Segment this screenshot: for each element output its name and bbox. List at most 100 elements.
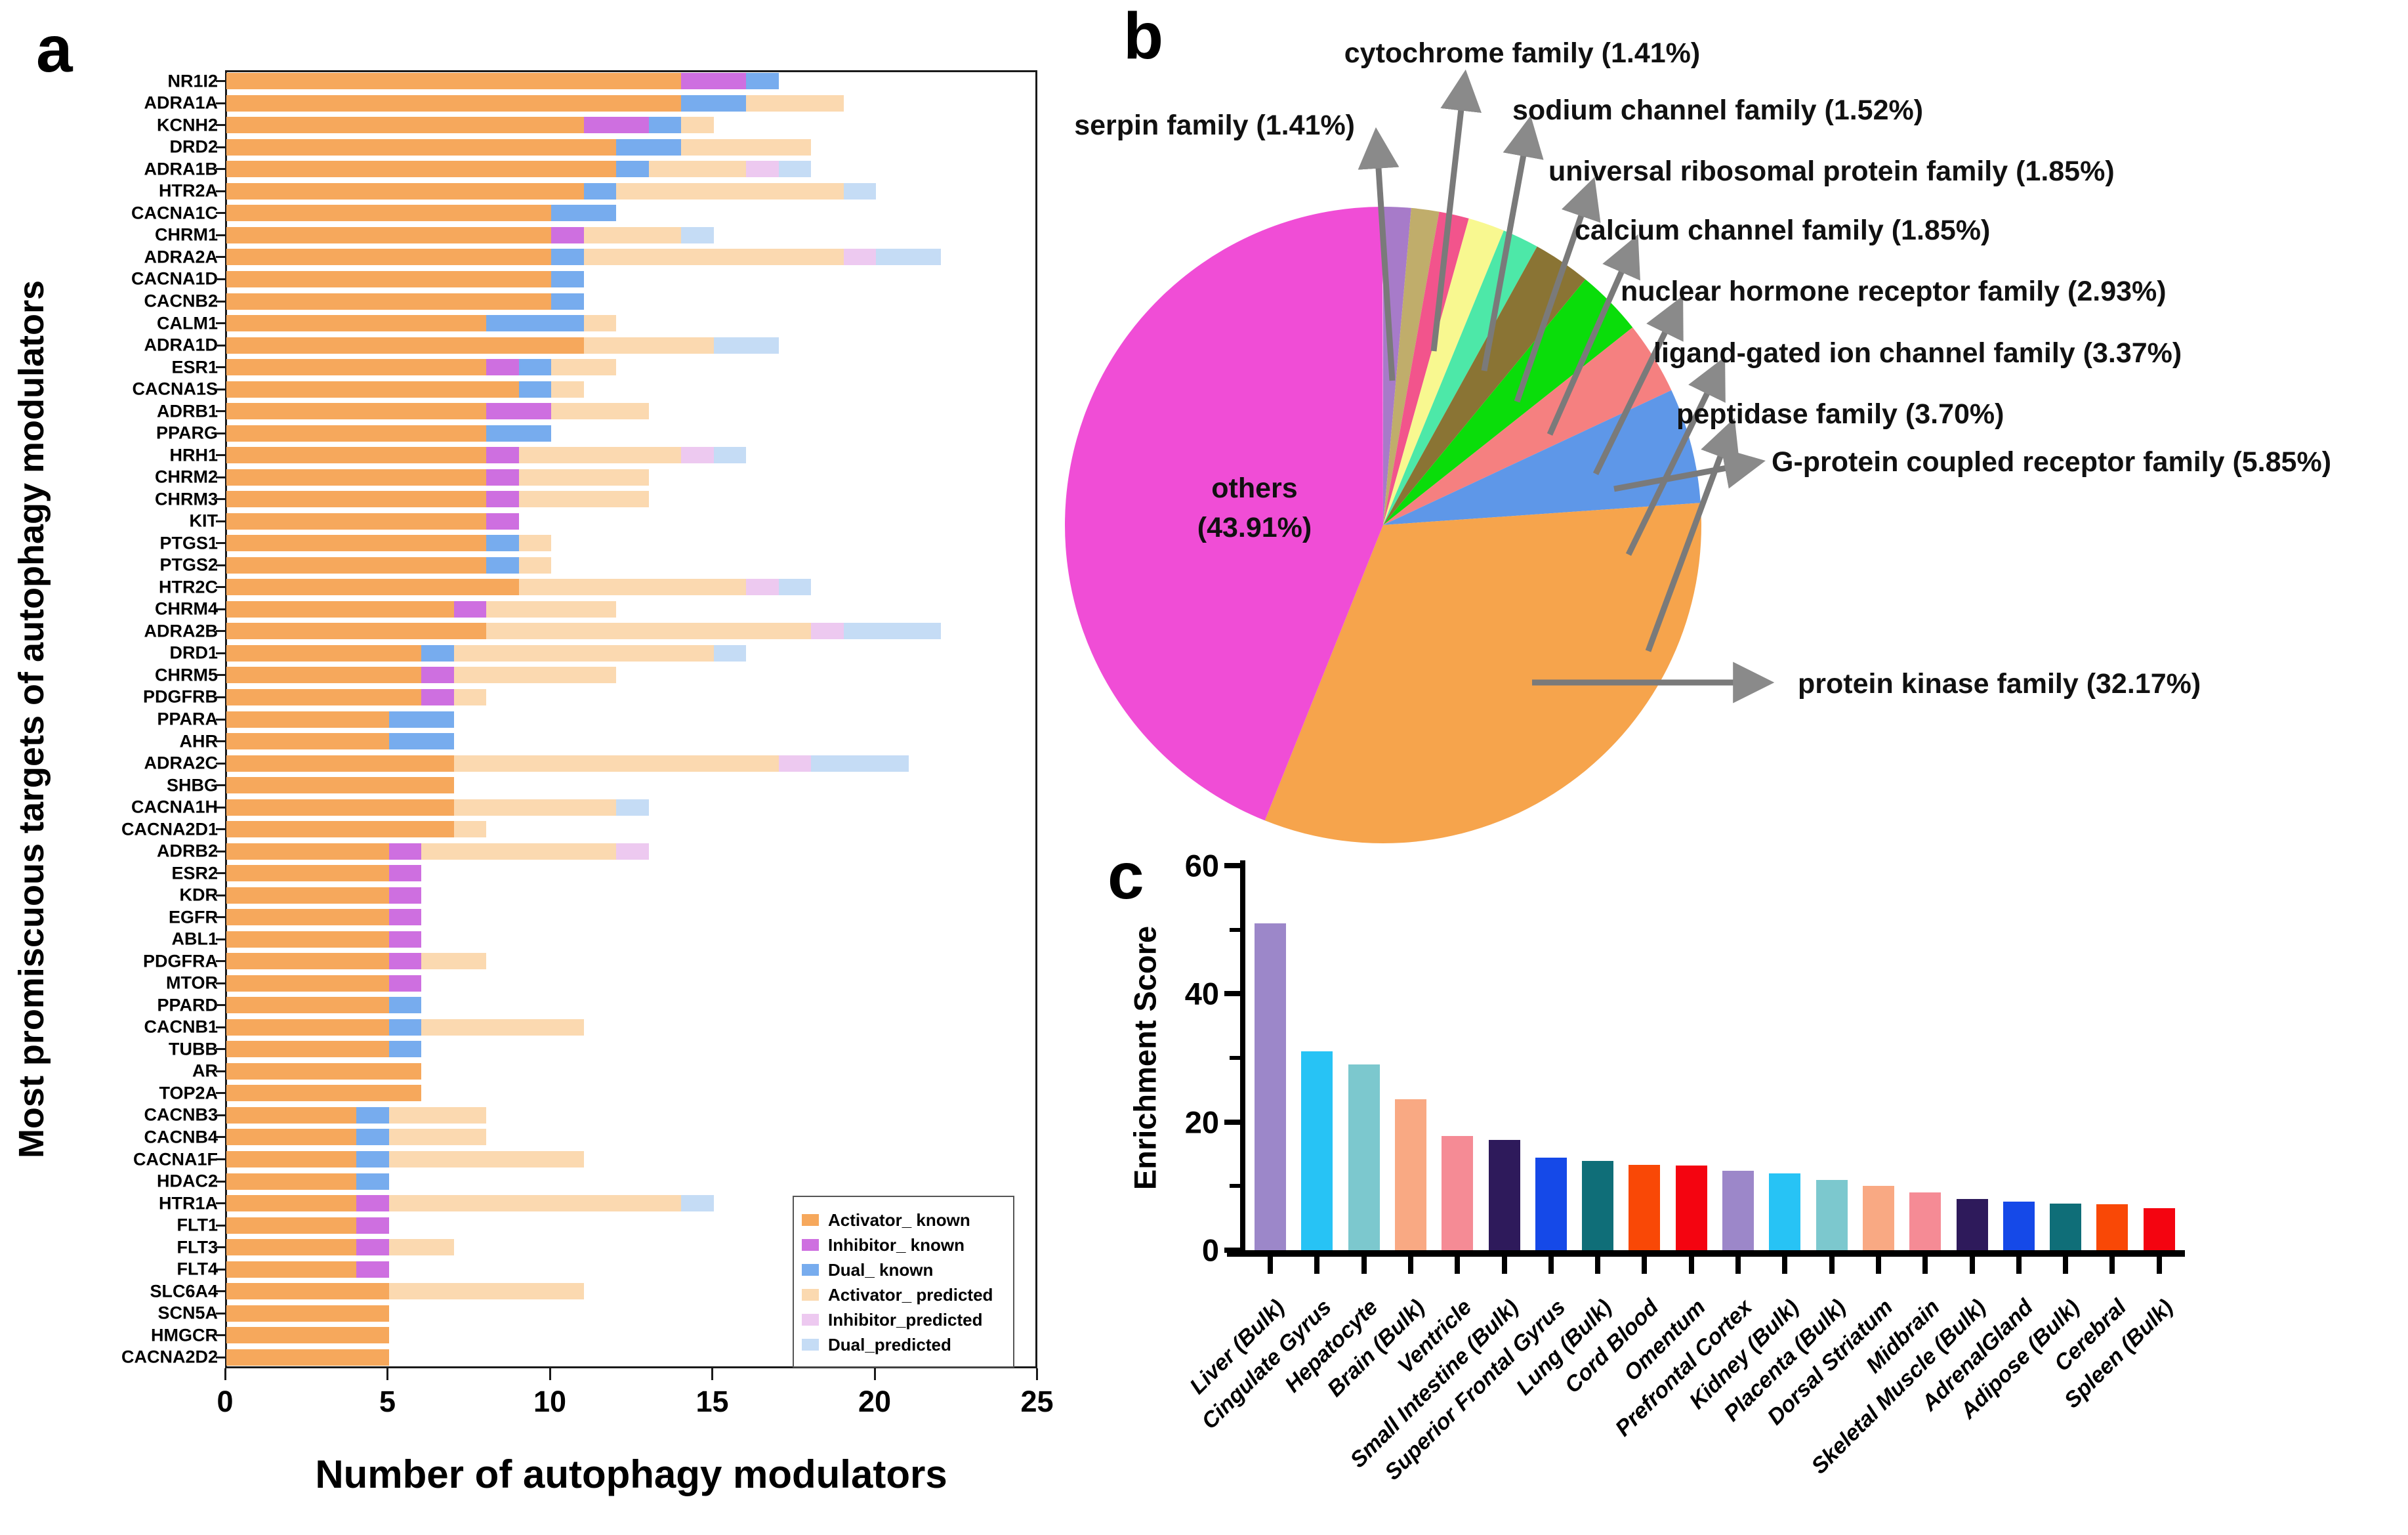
bar-segment bbox=[518, 579, 746, 596]
stacked-bar-CACNA1C bbox=[226, 205, 616, 222]
bar-segment bbox=[388, 931, 421, 948]
bar-segment bbox=[226, 1283, 389, 1300]
bar-segment bbox=[616, 161, 649, 178]
stacked-bar-CACNA2D1 bbox=[226, 821, 486, 838]
y-tick bbox=[216, 608, 226, 610]
bar-segment bbox=[486, 359, 519, 376]
annotation-arrow bbox=[1645, 417, 1740, 652]
tissue-bar-9 bbox=[1675, 1166, 1707, 1250]
bar-segment bbox=[648, 117, 681, 134]
stacked-bar-NR1I2 bbox=[226, 73, 779, 90]
bar-segment bbox=[518, 469, 649, 486]
x-tick bbox=[1875, 1257, 1881, 1274]
stacked-bar-ADRB1 bbox=[226, 403, 649, 420]
annotation-arrow bbox=[1625, 356, 1726, 556]
gene-label-HTR2A: HTR2A bbox=[158, 180, 218, 201]
gene-label-CACNA1D: CACNA1D bbox=[131, 268, 218, 289]
gene-label-PDGFRA: PDGFRA bbox=[143, 951, 218, 971]
bar-segment bbox=[356, 1217, 389, 1234]
y-tick bbox=[216, 740, 226, 743]
x-tick-label: 15 bbox=[695, 1385, 729, 1418]
stacked-bar-DRD2 bbox=[226, 138, 811, 156]
pie-others-label: others bbox=[1211, 473, 1297, 504]
stacked-bar-HRH1 bbox=[226, 447, 746, 464]
gene-label-ABL1: ABL1 bbox=[171, 929, 218, 949]
bar-segment bbox=[713, 447, 746, 464]
y-tick bbox=[216, 366, 226, 369]
bar-segment bbox=[486, 425, 551, 442]
annotation-arrow bbox=[1547, 234, 1640, 436]
annotation-arrow bbox=[1613, 448, 1766, 492]
pie-slice-label: calcium channel family (1.85%) bbox=[1575, 215, 1990, 246]
stacked-bar-PDGFRA bbox=[226, 953, 486, 970]
legend-label: Activator_ known bbox=[828, 1209, 970, 1230]
bar-segment bbox=[616, 138, 681, 156]
bar-segment bbox=[583, 337, 714, 354]
stacked-bar-ADRB2 bbox=[226, 843, 649, 860]
pie-slice-label: sodium channel family (1.52%) bbox=[1512, 95, 1923, 126]
bar-segment bbox=[226, 1041, 389, 1058]
y-tick bbox=[216, 234, 226, 236]
x-tick bbox=[1361, 1257, 1367, 1274]
y-tick bbox=[216, 652, 226, 654]
y-tick bbox=[216, 1356, 226, 1358]
y-tick bbox=[216, 982, 226, 984]
y-tick bbox=[216, 630, 226, 633]
bar-segment bbox=[388, 909, 421, 926]
bar-segment bbox=[616, 182, 844, 200]
y-tick-label: 20 bbox=[1184, 1104, 1219, 1140]
bar-segment bbox=[811, 623, 844, 640]
stacked-bar-CACNB1 bbox=[226, 1019, 584, 1036]
x-tick bbox=[1922, 1257, 1928, 1274]
bar-segment bbox=[226, 337, 584, 354]
bar-segment bbox=[551, 403, 649, 420]
stacked-bar-CHRM3 bbox=[226, 491, 649, 508]
bar-segment bbox=[226, 600, 454, 618]
bar-segment bbox=[226, 887, 389, 904]
stacked-bar-AR bbox=[226, 1062, 421, 1080]
stacked-bar-CHRM1 bbox=[226, 226, 714, 243]
bar-segment bbox=[226, 909, 389, 926]
bar-segment bbox=[226, 1151, 356, 1167]
y-tick bbox=[216, 960, 226, 963]
stacked-bar-HMGCR bbox=[226, 1327, 389, 1344]
bar-segment bbox=[226, 777, 454, 794]
bar-segment bbox=[453, 600, 486, 618]
bar-segment bbox=[226, 226, 551, 243]
y-tick bbox=[216, 828, 226, 831]
bar-segment bbox=[388, 975, 421, 992]
bar-segment bbox=[811, 755, 909, 772]
gene-label-CHRM2: CHRM2 bbox=[154, 467, 218, 487]
bar-segment bbox=[486, 535, 519, 552]
bar-segment bbox=[226, 931, 389, 948]
pie-slice bbox=[1383, 246, 1586, 525]
stacked-bar-CHRM4 bbox=[226, 600, 616, 618]
y-tick bbox=[216, 388, 226, 390]
bar-segment bbox=[226, 644, 421, 662]
x-tick bbox=[1548, 1257, 1554, 1274]
y-tick-label: 40 bbox=[1184, 976, 1219, 1011]
y-tick bbox=[216, 476, 226, 478]
bar-segment bbox=[388, 1151, 584, 1167]
bar-segment bbox=[388, 1041, 421, 1058]
y-tick bbox=[216, 520, 226, 522]
bar-segment bbox=[421, 843, 616, 860]
bar-segment bbox=[518, 359, 551, 376]
bar-segment bbox=[486, 513, 519, 530]
stacked-bar-EGFR bbox=[226, 909, 421, 926]
tissue-bar-11 bbox=[1769, 1173, 1801, 1250]
bar-segment bbox=[583, 315, 616, 332]
x-tick-label: 20 bbox=[858, 1385, 892, 1418]
legend-label: Inhibitor_predicted bbox=[828, 1309, 983, 1330]
pie-others-label: (43.91%) bbox=[1197, 512, 1312, 543]
gene-label-ADRA1D: ADRA1D bbox=[144, 335, 218, 355]
gene-label-CACNB2: CACNB2 bbox=[144, 291, 218, 311]
legend-label: Dual_predicted bbox=[828, 1334, 951, 1355]
bar-segment bbox=[453, 667, 616, 684]
pie-slice bbox=[1383, 211, 1469, 525]
gene-label-PTGS1: PTGS1 bbox=[159, 533, 218, 553]
x-tick bbox=[1268, 1257, 1273, 1274]
legend-label: Inhibitor_ known bbox=[828, 1234, 965, 1255]
bar-segment bbox=[713, 644, 746, 662]
